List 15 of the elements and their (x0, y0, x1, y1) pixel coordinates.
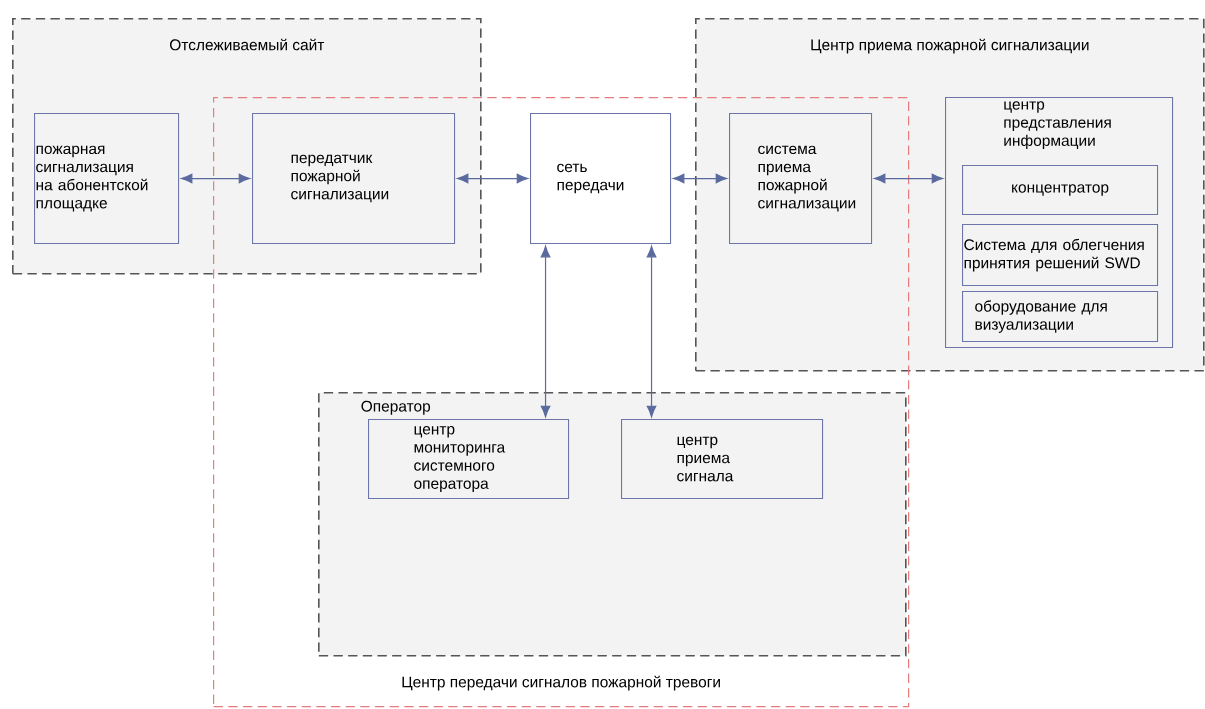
process-box: Система для облегчения принятия решений SWD (962, 224, 1159, 287)
double-arrow (456, 173, 529, 184)
double-arrow (672, 173, 728, 184)
process-box: центр мониторинга системного оператора (368, 419, 570, 500)
process-box: передатчик пожарной сигнализации (252, 113, 456, 245)
process-box: концентратор (962, 165, 1159, 216)
double-arrow (646, 245, 657, 418)
process-box: система приема пожарной сигнализации (729, 113, 873, 245)
process-box: центр приема сигнала (621, 419, 824, 500)
double-arrow (873, 173, 944, 184)
double-arrow (180, 173, 251, 184)
process-box: оборудование для визуализации (962, 291, 1159, 343)
process-box: сеть передачи (530, 113, 672, 245)
process-box: пожарная сигнализация на абонентской площадке (34, 113, 180, 245)
double-arrow (540, 245, 551, 418)
